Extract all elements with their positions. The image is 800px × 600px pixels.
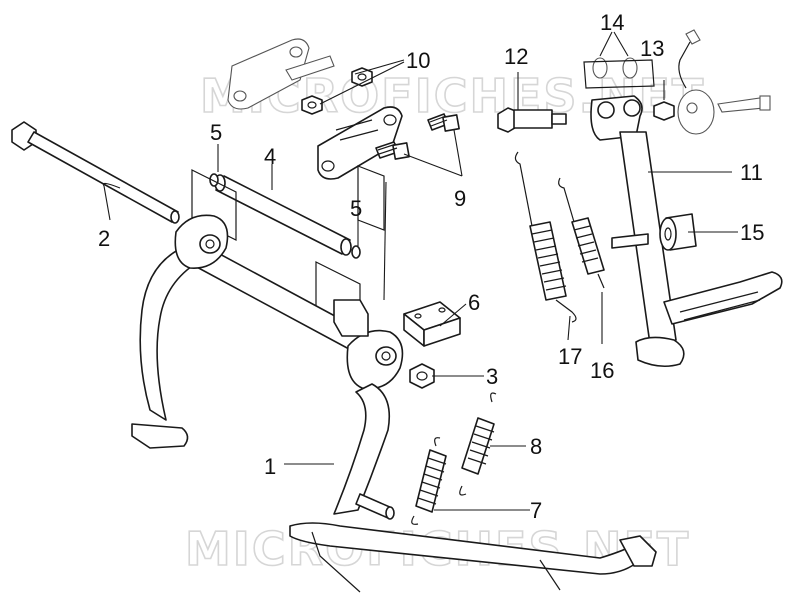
callout-16: 16 — [590, 358, 614, 383]
callout-8: 8 — [530, 434, 542, 459]
side-stand-11 — [583, 57, 783, 368]
bushing-15 — [659, 213, 697, 251]
stand-switch — [677, 29, 771, 135]
callout-13: 13 — [640, 36, 664, 61]
callout-9: 9 — [454, 186, 466, 211]
callout-10: 10 — [406, 48, 430, 73]
spring-7 — [411, 437, 447, 525]
axle-bolt-2 — [11, 121, 180, 224]
rubber-block-6 — [403, 301, 461, 347]
washer-5-left — [209, 173, 219, 187]
callout-5-left: 5 — [210, 120, 222, 145]
pivot-bolt-12 — [497, 107, 567, 133]
leader-lines — [102, 31, 738, 511]
mounting-plate-rear — [227, 38, 335, 110]
callout-7: 7 — [530, 498, 542, 523]
bolt-9-upper — [427, 113, 460, 132]
spring-8 — [459, 392, 497, 496]
washer-5-right — [351, 245, 361, 259]
callout-6: 6 — [468, 290, 480, 315]
nut-10-lower — [301, 95, 323, 115]
callout-14: 14 — [600, 10, 624, 35]
callout-3: 3 — [486, 364, 498, 389]
nut-13 — [653, 101, 675, 121]
nut-3 — [409, 363, 435, 389]
callout-2: 2 — [98, 226, 110, 251]
spring-16 — [558, 177, 605, 289]
spring-17 — [514, 151, 577, 323]
callout-11: 11 — [740, 160, 763, 185]
callout-15: 15 — [740, 220, 764, 245]
callout-1: 1 — [264, 454, 276, 479]
callout-17: 17 — [558, 344, 582, 369]
bolt-9-lower — [375, 141, 410, 160]
nut-10-upper — [351, 67, 373, 87]
callout-5-right: 5 — [350, 196, 362, 221]
spacer-tube-4 — [214, 174, 352, 256]
callout-12: 12 — [504, 44, 528, 69]
bracket-box-left — [191, 169, 237, 241]
callout-4: 4 — [264, 144, 276, 169]
center-stand-1 — [131, 214, 657, 593]
bracket-box-center — [357, 165, 385, 231]
